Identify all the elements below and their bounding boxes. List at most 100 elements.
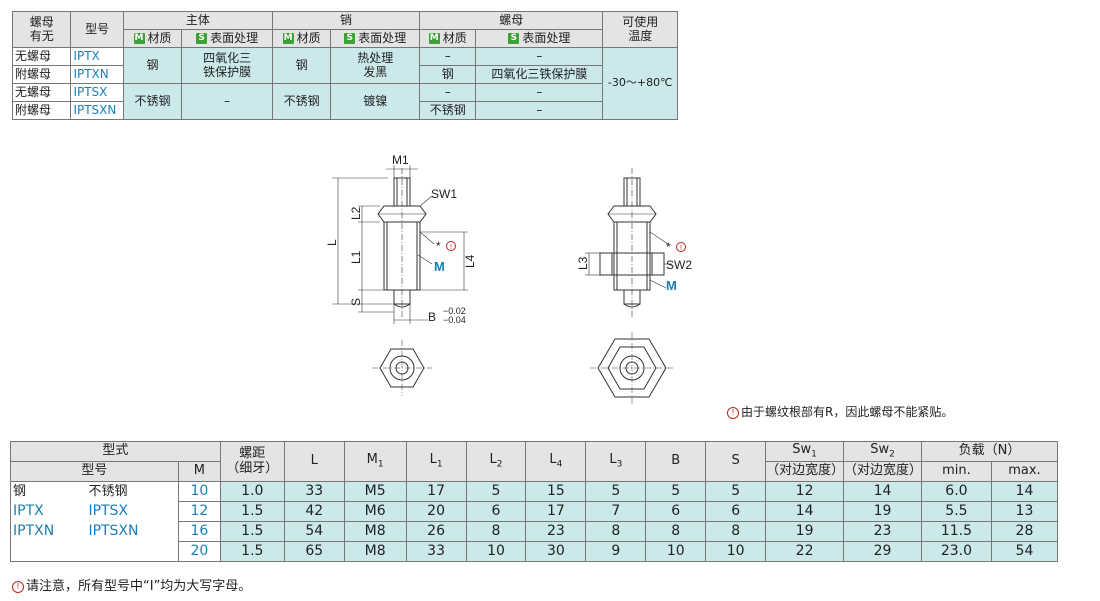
label-b: B bbox=[428, 310, 436, 324]
header-load: 负载（N） bbox=[920, 441, 1059, 462]
header-sw2: Sw2 bbox=[843, 441, 922, 462]
cell-m: 10 bbox=[177, 481, 221, 502]
pin-surface: 镀镍 bbox=[330, 83, 421, 120]
cell-m: 12 bbox=[177, 501, 221, 522]
cell-l2: 10 bbox=[465, 541, 527, 562]
material-badge-icon: M bbox=[282, 32, 294, 44]
nut-surface: – bbox=[475, 101, 604, 120]
header-m1: M1 bbox=[343, 441, 407, 482]
cell-l4: 15 bbox=[525, 481, 587, 502]
header-model: 型号 bbox=[70, 11, 124, 48]
label-l1: L1 bbox=[349, 250, 363, 264]
cell-l: 33 bbox=[283, 481, 345, 502]
header-b: B bbox=[645, 441, 707, 482]
cell-pitch: 1.0 bbox=[219, 481, 285, 502]
footer-note: !请注意，所有型号中“I”均为大写字母。 bbox=[12, 575, 251, 594]
cell-l1: 26 bbox=[405, 521, 467, 542]
header-across-flats: （对边宽度） bbox=[765, 461, 844, 482]
row-nut: 附螺母 bbox=[11, 101, 72, 120]
temperature-value: -30～+80℃ bbox=[602, 47, 678, 120]
technical-drawing: M1 SW1 * M B −0.02 −0.04 L L2 L1 S L4 L3… bbox=[325, 153, 692, 404]
header-sw1: Sw1 bbox=[765, 441, 845, 462]
cell-sw1: 12 bbox=[765, 481, 845, 502]
drawing-note: !由于螺纹根部有R，因此螺母不能紧贴。 bbox=[727, 403, 953, 420]
cell-l: 42 bbox=[283, 501, 345, 522]
warning-mark-icon: ! bbox=[12, 580, 24, 593]
cell-sw1: 19 bbox=[765, 521, 845, 542]
surface-badge-icon: S bbox=[344, 32, 356, 44]
row-nut: 无螺母 bbox=[11, 83, 72, 102]
header-type: 型式 bbox=[10, 441, 221, 462]
header-l2: L2 bbox=[465, 441, 527, 482]
header-s: S bbox=[705, 441, 767, 482]
cell-l4: 30 bbox=[525, 541, 587, 562]
cell-min: 6.0 bbox=[920, 481, 992, 502]
cell-sw2: 23 bbox=[843, 521, 922, 542]
label-tol-upper: −0.02 bbox=[443, 306, 466, 316]
surface-badge-icon: S bbox=[508, 32, 520, 44]
cell-sw2: 19 bbox=[843, 501, 922, 522]
cell-l1: 33 bbox=[405, 541, 467, 562]
label-star: * bbox=[666, 240, 671, 254]
label-m: M bbox=[666, 278, 677, 293]
pin-material: 钢 bbox=[271, 47, 332, 84]
svg-text:!: ! bbox=[680, 245, 682, 252]
cell-max: 54 bbox=[990, 541, 1059, 562]
cell-l3: 7 bbox=[585, 501, 647, 522]
header-nut: 螺母 有无 bbox=[11, 11, 72, 48]
warning-mark-icon bbox=[446, 241, 456, 251]
cell-pitch: 1.5 bbox=[219, 541, 285, 562]
header-max: max. bbox=[990, 461, 1059, 482]
body-surface: – bbox=[181, 83, 273, 120]
cell-l2: 5 bbox=[465, 481, 527, 502]
nut-surface: 四氧化三铁保护膜 bbox=[475, 65, 604, 84]
cell-s: 6 bbox=[705, 501, 767, 522]
cell-m1: M5 bbox=[343, 481, 407, 502]
label-m1: M1 bbox=[392, 153, 409, 167]
warning-mark-icon: ! bbox=[727, 406, 739, 419]
label-m: M bbox=[434, 259, 445, 274]
warning-mark-icon bbox=[676, 242, 686, 252]
label-star: * bbox=[436, 239, 441, 253]
cell-m1: M8 bbox=[343, 541, 407, 562]
nut-surface: – bbox=[475, 47, 604, 66]
label-l: L bbox=[325, 239, 339, 246]
cell-min: 11.5 bbox=[920, 521, 992, 542]
cell-l3: 8 bbox=[585, 521, 647, 542]
header-min: min. bbox=[920, 461, 992, 482]
row-model: IPTX bbox=[70, 47, 124, 66]
cell-s: 5 bbox=[705, 481, 767, 502]
body-material: 钢 bbox=[122, 47, 183, 84]
cell-sw1: 14 bbox=[765, 501, 845, 522]
row-nut: 无螺母 bbox=[11, 47, 72, 66]
row-nut: 附螺母 bbox=[11, 65, 72, 84]
label-l2: L2 bbox=[349, 206, 363, 220]
cell-m1: M8 bbox=[343, 521, 407, 542]
cell-l4: 17 bbox=[525, 501, 587, 522]
cell-l4: 23 bbox=[525, 521, 587, 542]
cell-min: 5.5 bbox=[920, 501, 992, 522]
type-steel: 钢 bbox=[10, 481, 87, 502]
header-pitch: 螺距（细牙） bbox=[219, 441, 285, 482]
row-model: IPTXN bbox=[70, 65, 124, 84]
header-temperature: 可使用 温度 bbox=[602, 11, 678, 48]
cell-l3: 9 bbox=[585, 541, 647, 562]
cell-m: 20 bbox=[177, 541, 221, 562]
label-sw2: SW2 bbox=[666, 258, 692, 272]
row-model: IPTSX bbox=[70, 83, 124, 102]
type-model: IPTX bbox=[10, 501, 87, 522]
header-l4: L4 bbox=[525, 441, 587, 482]
type-stainless: 不锈钢 bbox=[86, 481, 179, 502]
dimension-table: 型式 螺距（细牙） L M1 L1 L2 L4 L3 B S Sw1 Sw2 负… bbox=[10, 441, 1059, 562]
cell-s: 8 bbox=[705, 521, 767, 542]
hex-end-view-right bbox=[597, 338, 667, 398]
cell-l: 65 bbox=[283, 541, 345, 562]
type-empty bbox=[86, 541, 179, 562]
body-surface: 四氧化三 铁保护膜 bbox=[181, 47, 273, 84]
cell-max: 14 bbox=[990, 481, 1059, 502]
